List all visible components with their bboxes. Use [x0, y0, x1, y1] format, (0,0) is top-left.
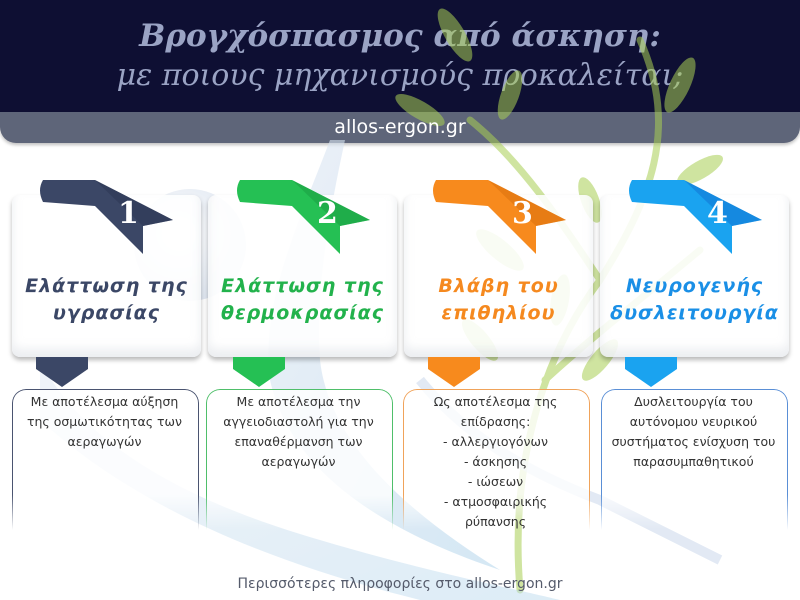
arrow-down-2-icon: [233, 357, 285, 387]
ribbon-1-number: 1: [118, 196, 139, 231]
arrow-down-3-icon: [428, 357, 480, 387]
arrow-down-1-icon: [36, 357, 88, 387]
site-name: allos-ergon.gr: [334, 116, 466, 138]
ribbon-3-number: 3: [512, 196, 533, 231]
ribbon-3-icon: [433, 180, 566, 254]
description-4: Δυσλειτουργία του αυτόνομου νευρικού συσ…: [611, 394, 776, 469]
description-1: Με αποτέλεσμα αύξηση της οσμωτικότητας τ…: [26, 394, 183, 449]
ribbon-2-number: 2: [317, 196, 338, 231]
ribbon-1-icon: [40, 180, 173, 254]
footer-link[interactable]: Περισσότερες πληροφορίες στο allos-ergon…: [237, 576, 563, 592]
ribbon-4-icon: [629, 180, 762, 254]
header-banner: [0, 0, 800, 112]
page-title: Βρογχόσπασμος από άσκηση:: [139, 18, 661, 54]
page-subtitle: με ποιους μηχανισμούς προκαλείται;: [116, 58, 684, 93]
description-2: Με αποτέλεσμα την αγγειοδιαστολή για την…: [223, 394, 374, 469]
description-3: Ως αποτέλεσμα της επίδρασης: - αλλεργιογ…: [433, 394, 558, 529]
arrow-down-4-icon: [625, 357, 677, 387]
ribbon-2-icon: [237, 180, 370, 254]
ribbon-4-number: 4: [707, 196, 728, 231]
